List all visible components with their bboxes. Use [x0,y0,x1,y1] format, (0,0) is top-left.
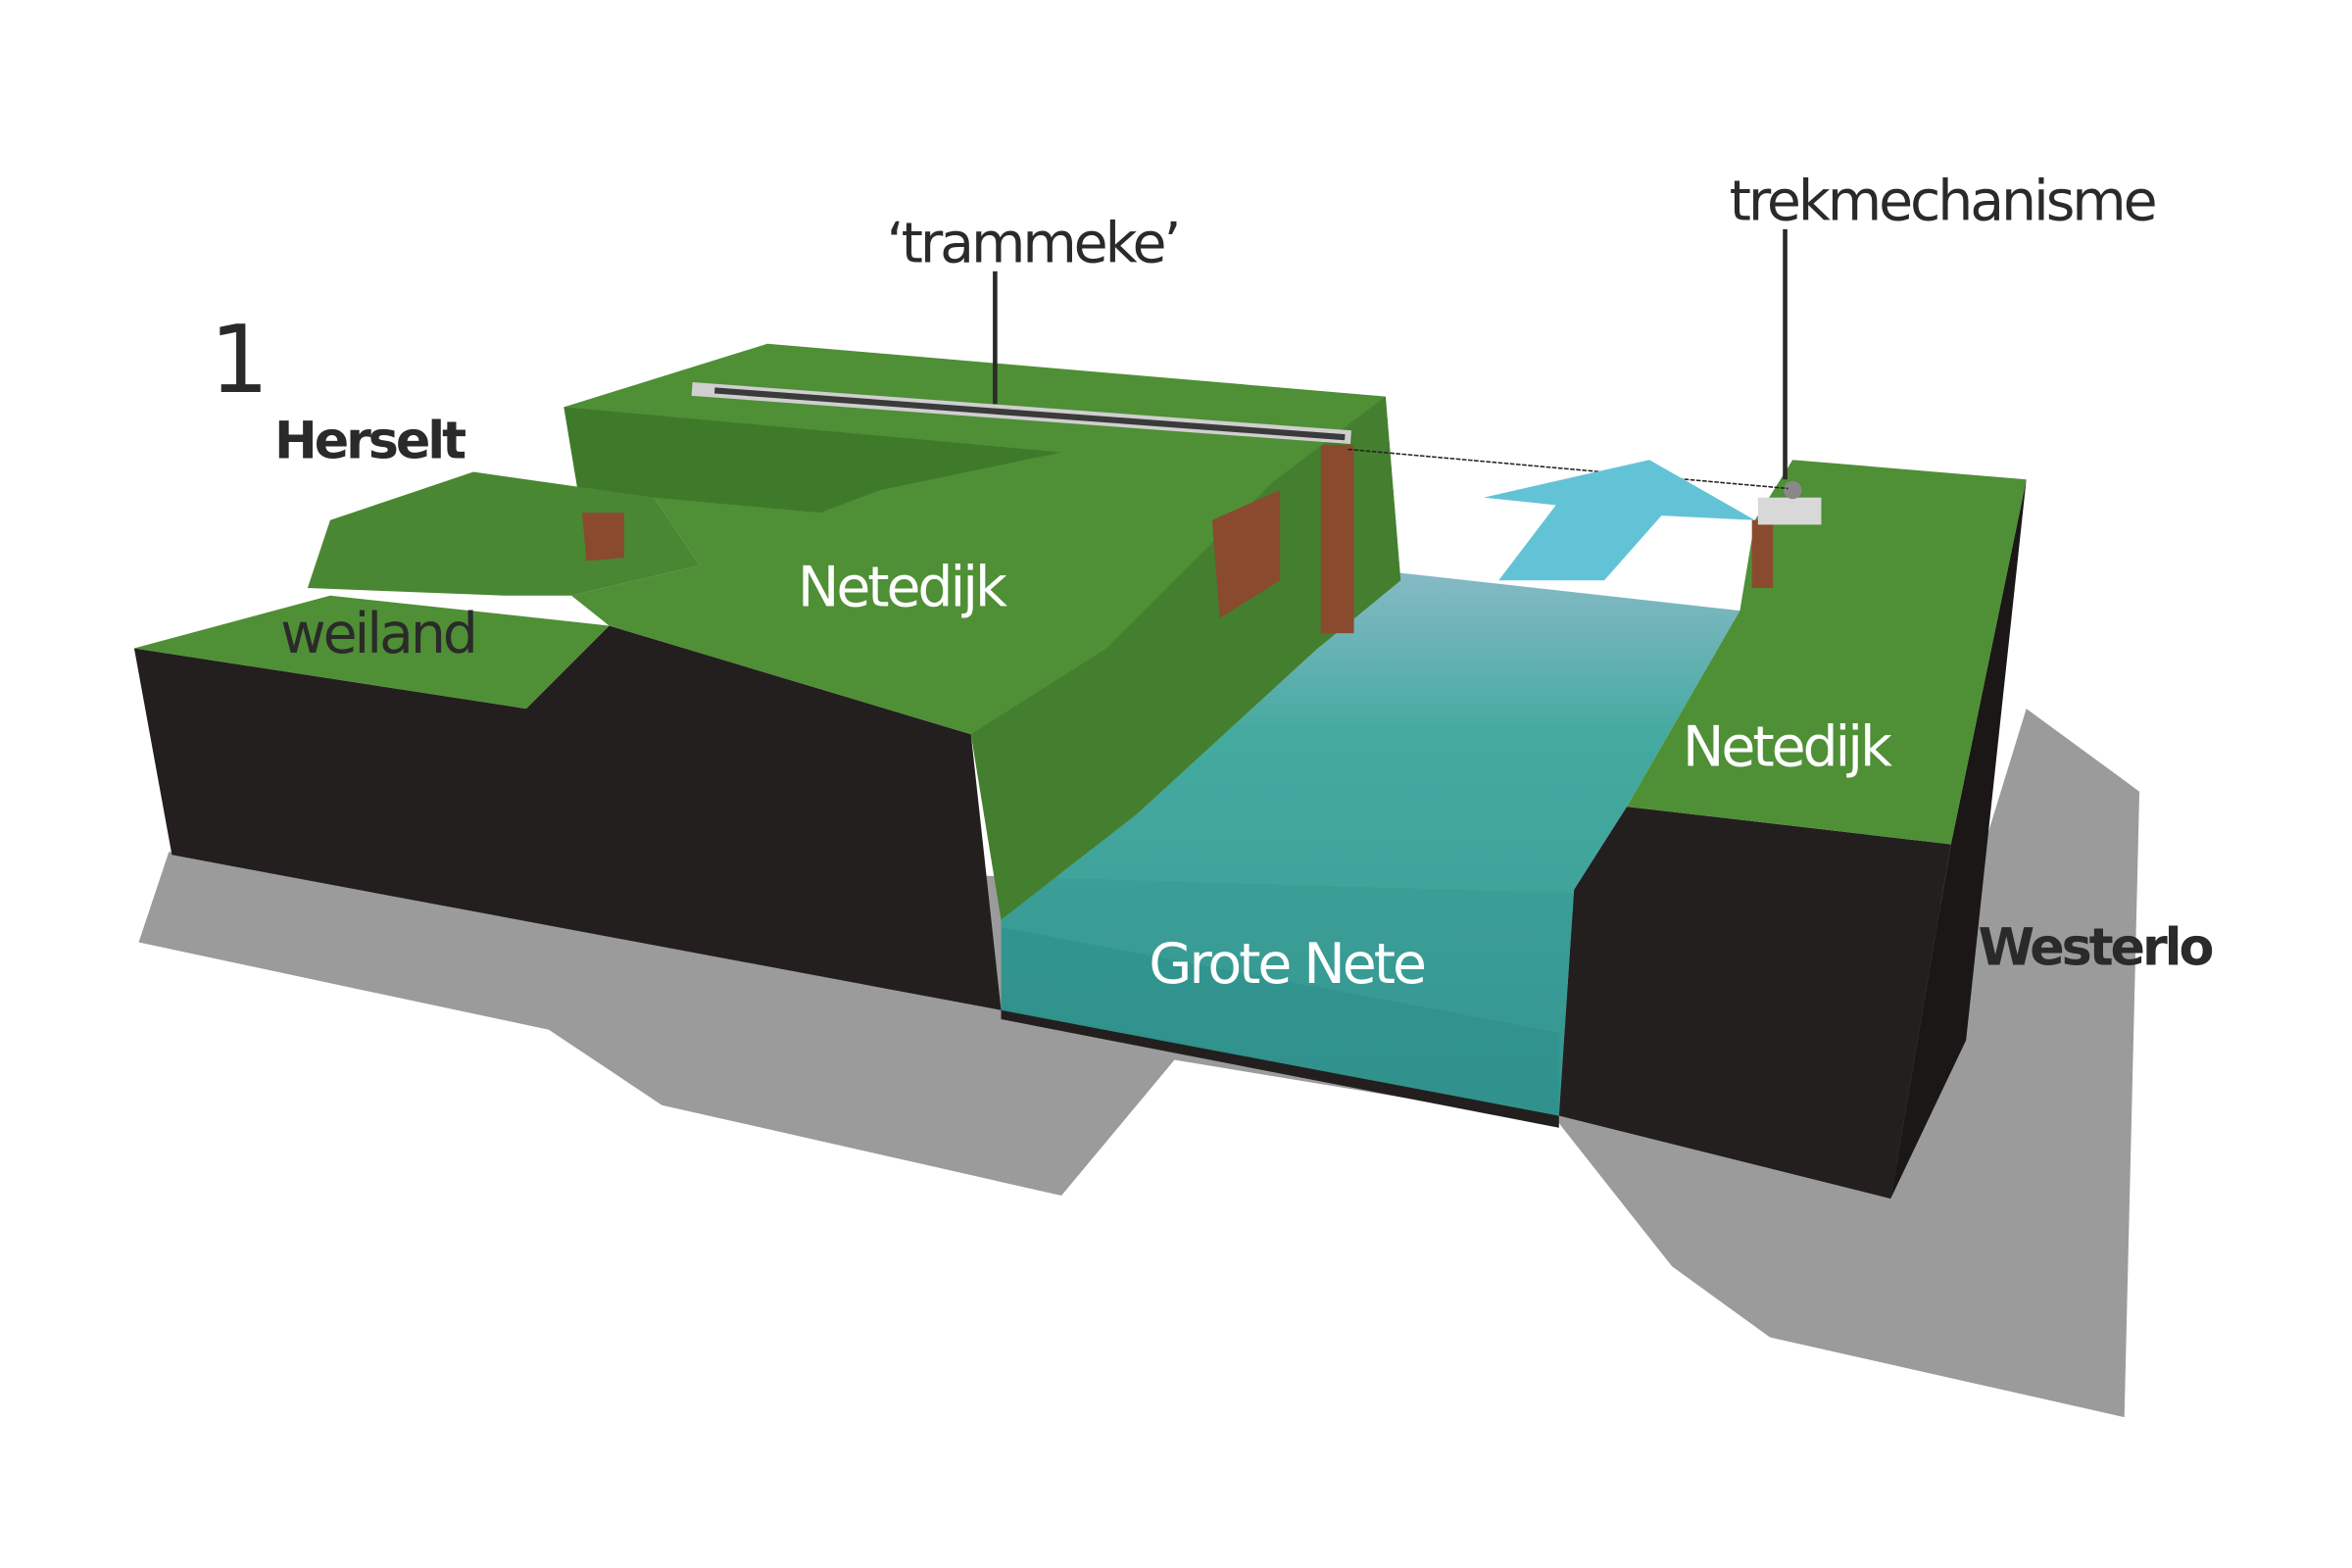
left-soil-block [133,625,1002,1010]
pull-cable [1348,448,1788,490]
trammeke-rail [714,387,1346,441]
flow-direction-arrow-icon [1483,460,1755,581]
sluice-wall-right [1751,519,1774,588]
sluice-small-wall [581,513,624,562]
sluice-wall-left [1320,444,1354,634]
right-dike [1627,460,2027,845]
right-soil-block [1558,807,1951,1200]
pull-mechanism-base [1757,497,1822,525]
figure-number: 1 [210,306,270,415]
label-grote-nete: Grote Nete [1149,932,1424,997]
label-weiland: weiland [280,602,475,666]
label-herselt: Herselt [274,412,466,471]
label-netedijk-right: Netedijk [1683,715,1892,780]
label-netedijk-left: Netedijk [798,555,1007,619]
label-trammeke: ‘trammeke’ [887,212,1179,276]
sluice-wall-mid [1211,490,1281,618]
water-front-face [1001,927,1559,1116]
pull-mechanism-winch-icon [1784,480,1802,500]
label-westerlo: Westerlo [1978,918,2212,978]
right-soil-side [1890,479,2027,1200]
label-trekmechanisme: trekmechanisme [1730,170,2155,234]
dike-slope-shade [564,407,1062,514]
meadow-mound [307,471,700,596]
dike-front-slope [970,396,1401,920]
river-bed [1001,1006,1559,1128]
meadow-ground [133,595,610,710]
